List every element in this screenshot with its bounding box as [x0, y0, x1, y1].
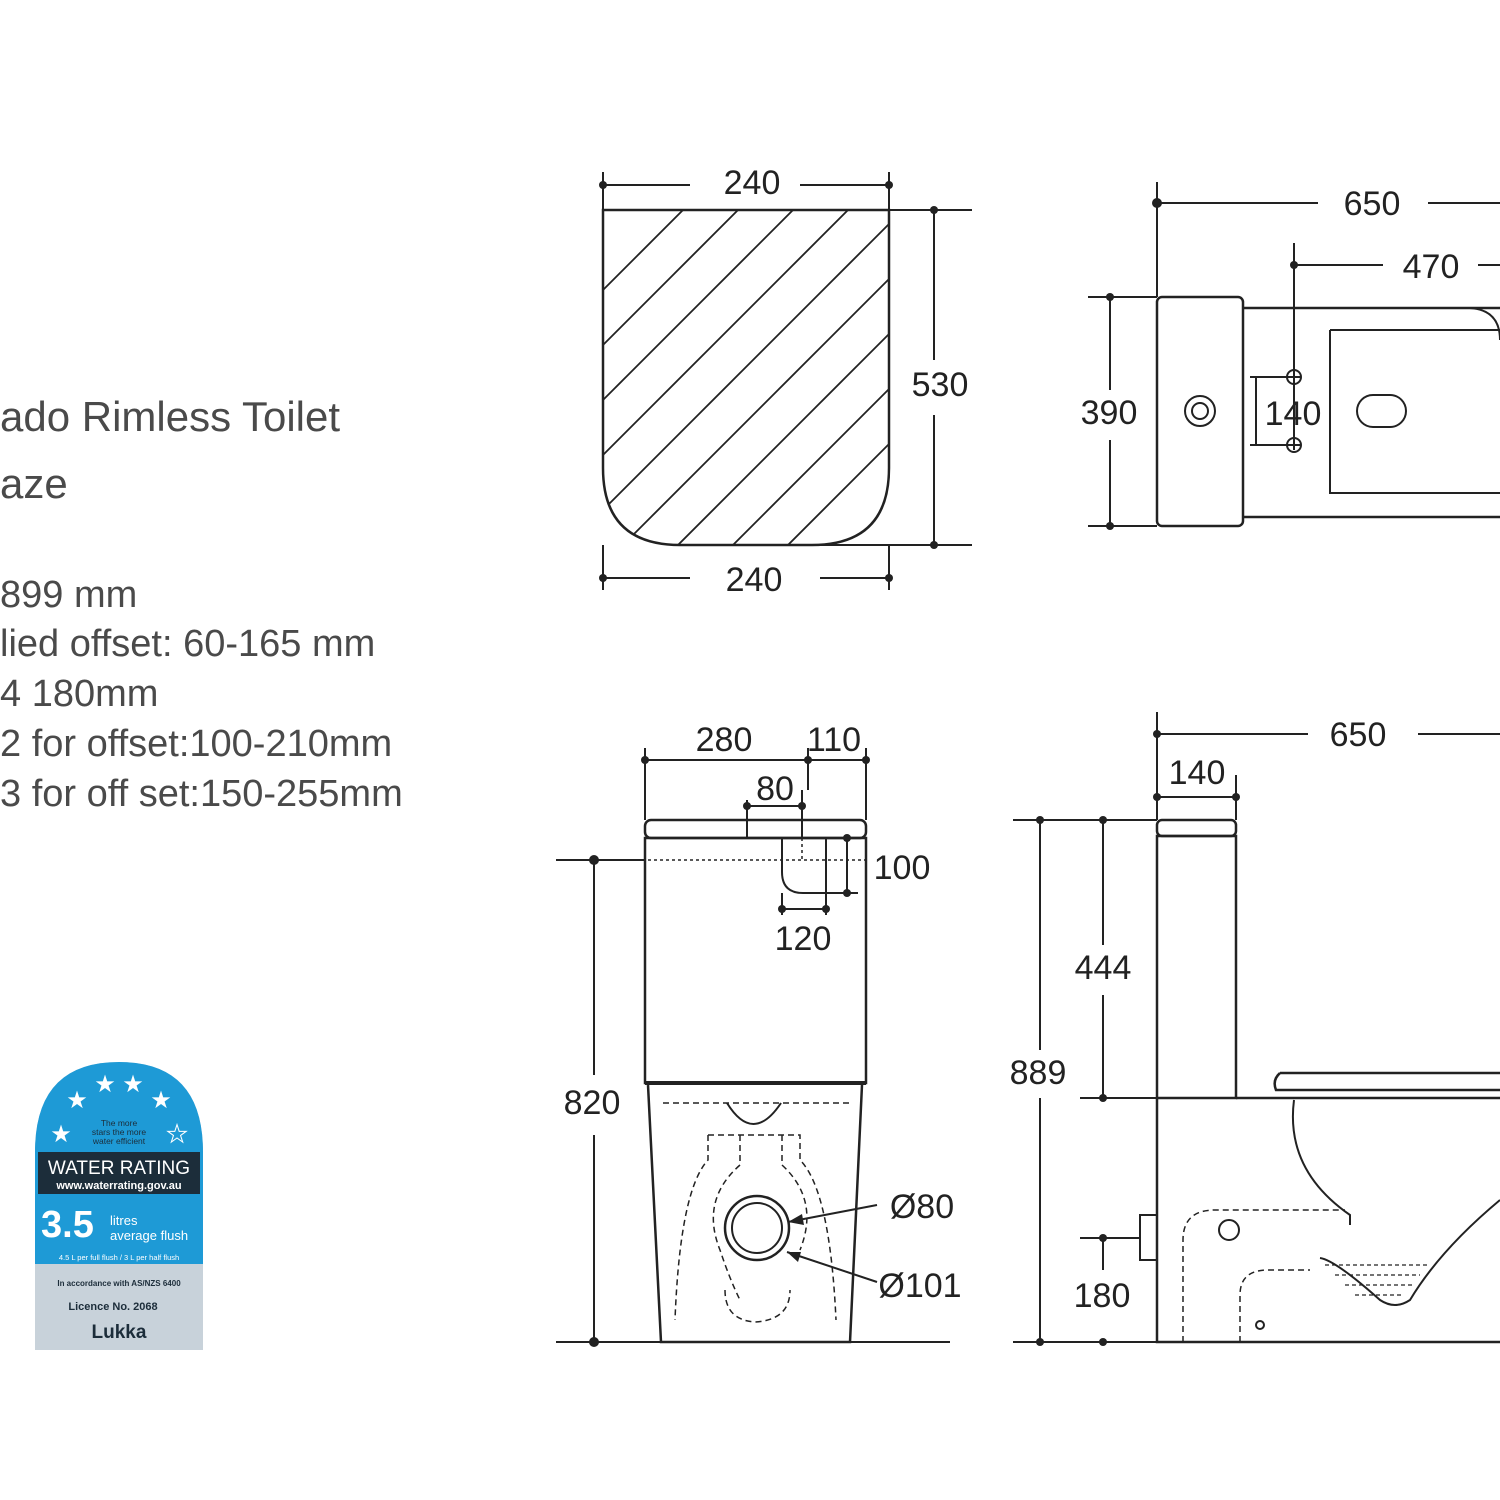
cistern-lid-side: [1155, 818, 1238, 838]
rating-website: www.waterrating.gov.au: [55, 1180, 181, 1192]
flush-button-outer: [1184, 395, 1216, 427]
rating-heading-band: [38, 1152, 200, 1194]
slogan-line-3: water efficient: [92, 1136, 146, 1146]
spec-line-4: 2 for offset:100-210mm: [0, 723, 393, 765]
cistern-side: [1155, 834, 1238, 1100]
rating-stars: ★ ★ ★ ★ ★ ★: [50, 1071, 188, 1149]
water-rating-label: ★ ★ ★ ★ ★ ★ The more stars the more wate…: [35, 1062, 203, 1350]
bowl-curve: [1292, 1099, 1351, 1225]
top-view-dim-dots: [599, 181, 938, 582]
plan-view: [1088, 182, 1500, 528]
slogan-line-2: stars the more: [92, 1127, 147, 1137]
spec-line-2: lied offset: 60-165 mm: [0, 623, 376, 665]
cistern-plan: [1155, 295, 1245, 528]
dim-plan-width: 390: [1081, 394, 1138, 432]
dim-cistern-depth: 140: [1169, 754, 1226, 792]
front-view: [556, 748, 950, 1344]
dim-bottom-width: 240: [726, 561, 783, 599]
plan-view-dim-dots: [1106, 198, 1298, 530]
side-hole: [1218, 1219, 1240, 1241]
dim-outlet-height: 180: [1074, 1277, 1131, 1315]
pan-outlet-oval: [1356, 394, 1407, 428]
dim-top-width: 240: [724, 164, 781, 202]
dim-side-length: 650: [1330, 716, 1387, 754]
licence-number: Licence No. 2068: [68, 1301, 157, 1313]
rating-unit-line-2: average flush: [110, 1228, 188, 1243]
pan-plan-inner: [1329, 329, 1500, 494]
spec-line-1: 899 mm: [0, 574, 138, 616]
seat-side: [1273, 1071, 1500, 1092]
dim-cistern-height: 444: [1075, 949, 1132, 987]
slogan-line-1: The more: [101, 1118, 138, 1128]
dim-plan-length: 650: [1344, 185, 1401, 223]
pan-side-base: [1155, 1098, 1500, 1344]
front-view-dim-dots: [589, 756, 870, 1347]
brand-name: Lukka: [92, 1322, 147, 1343]
star-icon: ★: [150, 1087, 172, 1114]
dim-total-height: 889: [1010, 1054, 1067, 1092]
star-icon: ★: [50, 1121, 72, 1148]
rating-unit-line-1: litres: [110, 1213, 138, 1228]
dim-plan-pan-length: 470: [1403, 248, 1460, 286]
dim-inlet-width: 120: [775, 920, 832, 958]
star-icon: ★: [122, 1071, 144, 1098]
dim-inlet-depth: 100: [874, 849, 931, 887]
pan-plan-edges: [1243, 306, 1500, 519]
star-outline-icon: ★: [166, 1121, 188, 1148]
spec-line-5: 3 for off set:150-255mm: [0, 773, 403, 815]
dim-outlet-inner: Ø80: [890, 1188, 954, 1226]
outlet-fitting: [1139, 1214, 1158, 1261]
hatching: [603, 210, 889, 545]
cistern-lid: [643, 818, 868, 840]
star-icon: ★: [94, 1071, 116, 1098]
outlet-inner: [731, 1202, 783, 1254]
dim-front-width: 280: [696, 721, 753, 759]
product-title-line-2: aze: [0, 460, 68, 507]
rating-value: 3.5: [41, 1204, 94, 1246]
flush-detail-text: 4.5 L per full flush / 3 L per half flus…: [59, 1253, 179, 1262]
spec-line-3: 4 180mm: [0, 673, 159, 715]
star-icon: ★: [66, 1087, 88, 1114]
flush-button-inner: [1191, 402, 1209, 420]
dim-front-side: 110: [807, 721, 861, 759]
top-view: [601, 172, 972, 590]
dim-front-height: 820: [564, 1084, 621, 1122]
side-view: [1013, 712, 1500, 1344]
dim-depth: 530: [912, 366, 969, 404]
dim-outlet-outer: Ø101: [878, 1267, 961, 1305]
inlet-cutout: [781, 838, 827, 894]
side-view-dim-dots: [1036, 730, 1240, 1346]
dim-inlet-offset: 80: [756, 770, 794, 808]
outlet-outer: [723, 1194, 791, 1262]
rating-heading: WATER RATING: [48, 1158, 190, 1179]
product-title-line-1: ado Rimless Toilet: [0, 393, 341, 440]
dim-hole-spacing: 140: [1265, 395, 1322, 433]
pan-plan-front: [1469, 307, 1500, 341]
cistern-front: [643, 836, 868, 1085]
rating-standard: In accordance with AS/NZS 6400: [57, 1279, 181, 1288]
